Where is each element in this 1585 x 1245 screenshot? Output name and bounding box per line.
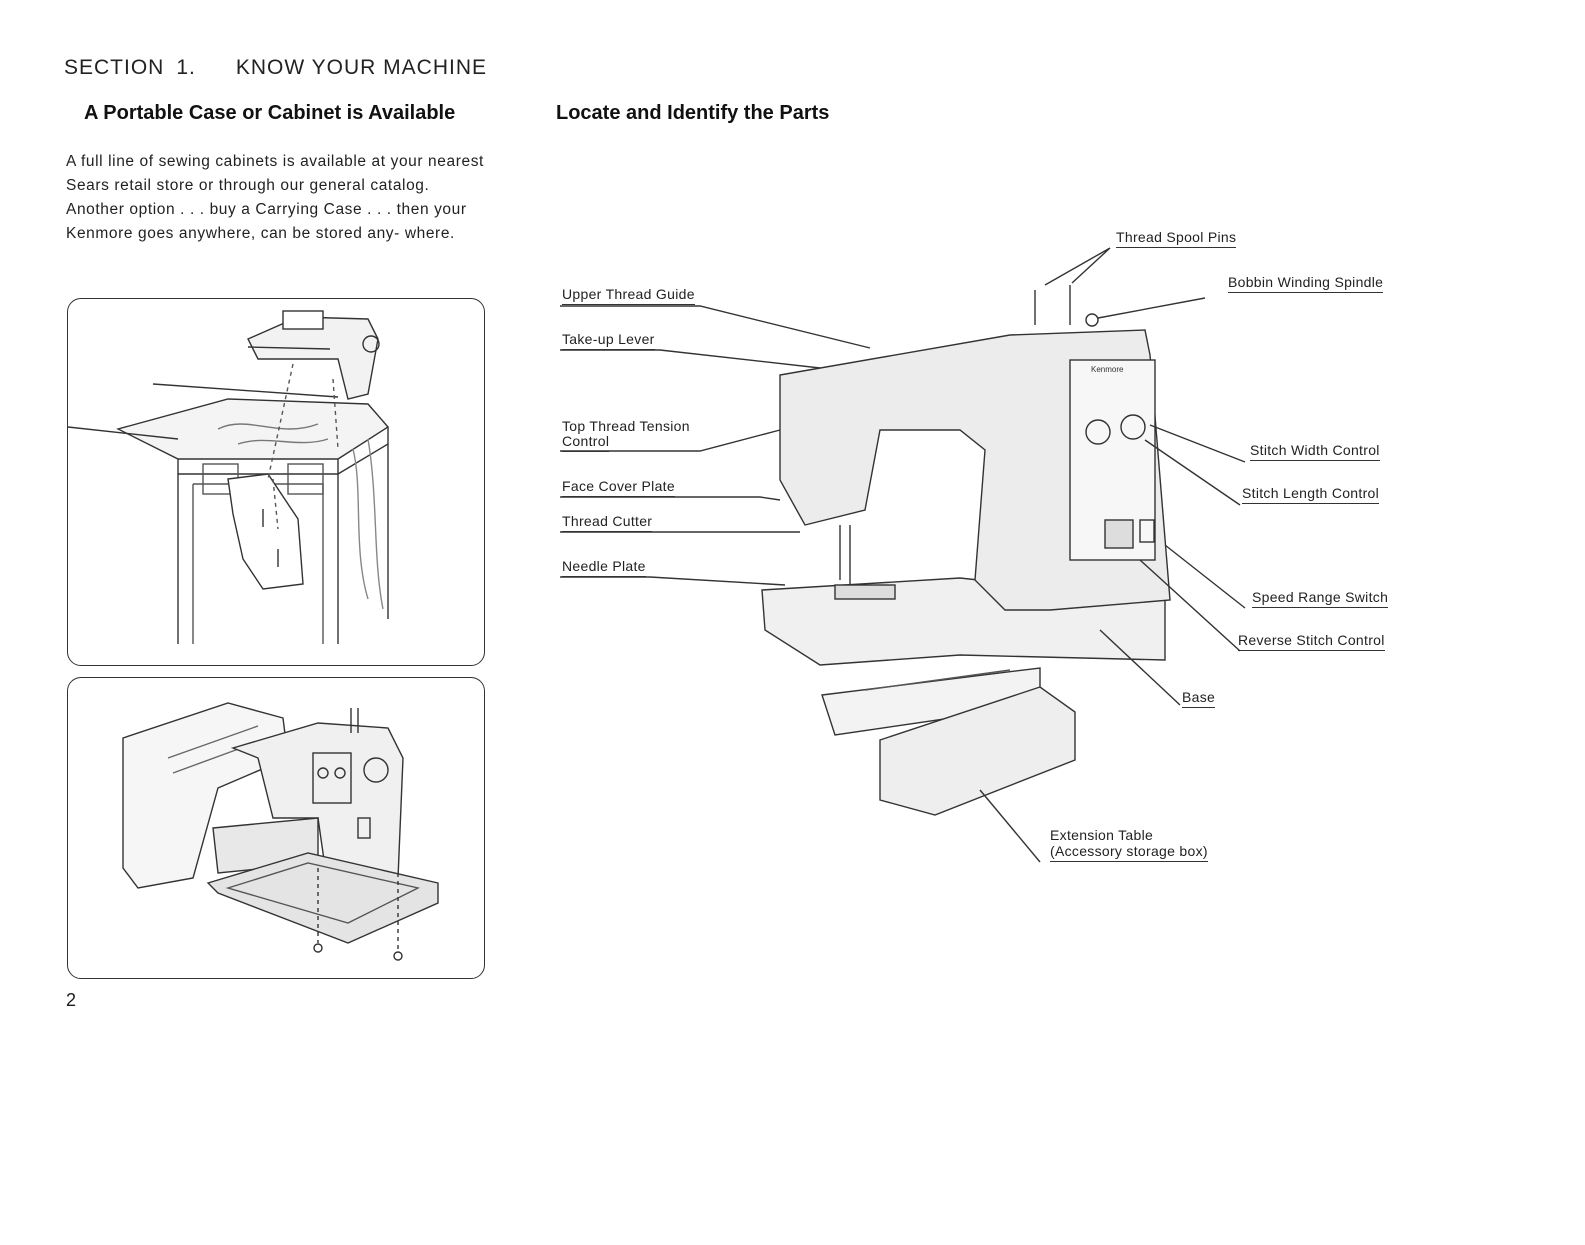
cabinet-illustration (67, 310, 390, 644)
section-number: 1. (176, 56, 196, 79)
portable-case-heading: A Portable Case or Cabinet is Available (84, 102, 456, 124)
label-stitch-width-control: Stitch Width Control (1250, 442, 1380, 461)
label-extension-table: Extension Table (1050, 827, 1154, 843)
carrying-case-illustration-panel (67, 677, 485, 979)
carrying-case-paragraph: Another option . . . buy a Carrying Case… (66, 201, 467, 242)
label-take-up-lever: Take-up Lever (562, 331, 655, 350)
label-upper-thread-guide: Upper Thread Guide (562, 286, 695, 305)
carrying-case-illustration (122, 702, 439, 961)
section-label: SECTION (64, 56, 165, 79)
locate-parts-heading: Locate and Identify the Parts (556, 102, 830, 124)
intro-paragraph: A full line of sewing cabinets is availa… (66, 150, 486, 246)
label-speed-range-switch: Speed Range Switch (1252, 589, 1389, 608)
label-stitch-length-control: Stitch Length Control (1242, 485, 1380, 504)
label-face-cover-plate: Face Cover Plate (562, 478, 675, 497)
section-title: SECTION 1. KNOW YOUR MACHINE (64, 56, 487, 80)
label-top-thread-tension: Top Thread Tension (562, 418, 690, 434)
cabinet-illustration-panel (67, 298, 485, 666)
machine-brand-label: Kenmore (1091, 365, 1124, 374)
page-number: 2 (66, 990, 77, 1010)
label-bobbin-winding-spindle: Bobbin Winding Spindle (1228, 274, 1384, 293)
label-needle-plate: Needle Plate (562, 558, 646, 577)
label-reverse-stitch-control: Reverse Stitch Control (1238, 632, 1385, 651)
sewing-machine-diagram: Kenmore (560, 247, 1246, 863)
cabinet-paragraph: A full line of sewing cabinets is availa… (66, 153, 484, 194)
label-thread-cutter: Thread Cutter (562, 513, 653, 532)
label-thread-spool-pins: Thread Spool Pins (1116, 229, 1237, 248)
label-top-thread-tension-control: Control (562, 433, 610, 452)
section-heading: KNOW YOUR MACHINE (235, 56, 487, 79)
label-accessory-storage-box: (Accessory storage box) (1050, 843, 1208, 862)
label-base: Base (1182, 689, 1216, 708)
